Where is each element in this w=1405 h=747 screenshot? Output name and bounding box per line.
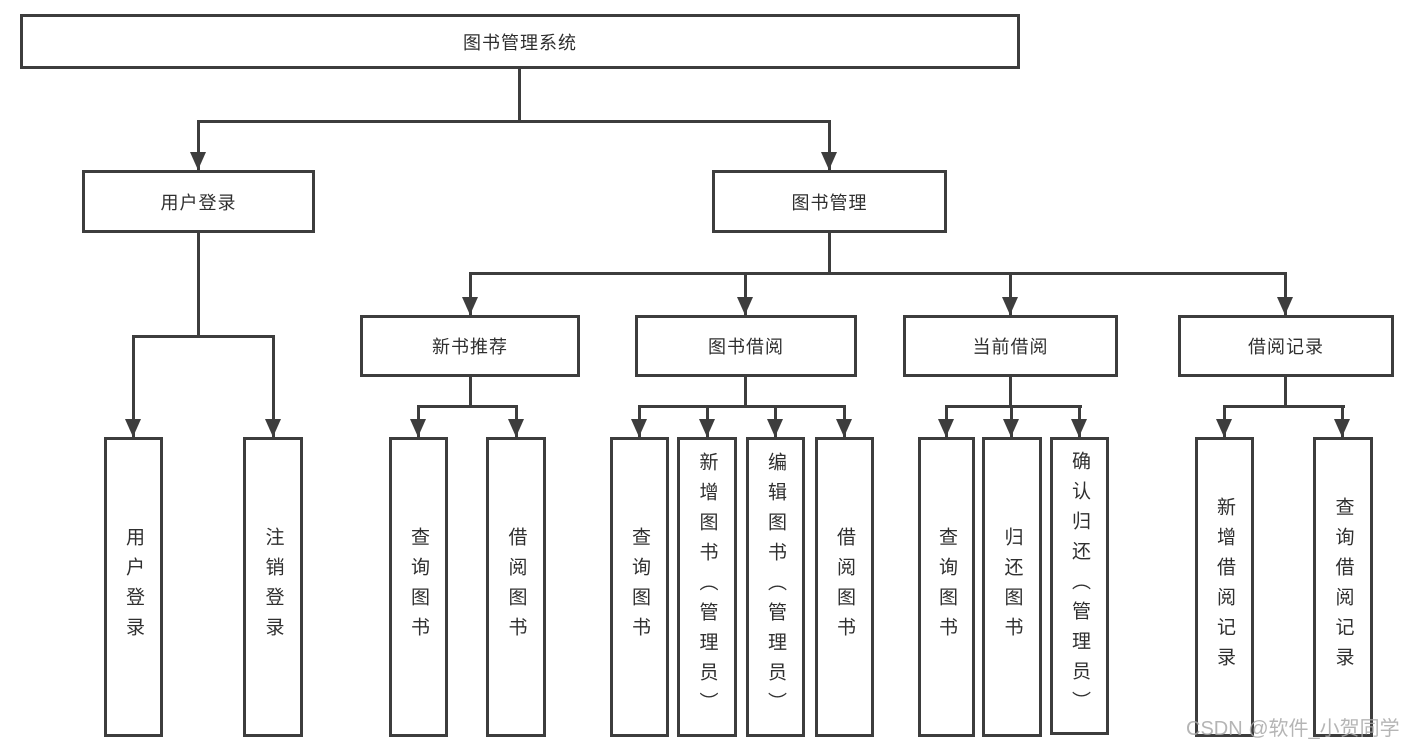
- leaf-return-books: 归还图书: [982, 437, 1042, 737]
- connector-arrow: [836, 419, 852, 437]
- connector-arrow: [410, 419, 426, 437]
- leaf-confirm-return-admin: 确认归还（管理员）: [1050, 437, 1109, 735]
- leaf-query-books-recommend: 查询图书: [389, 437, 448, 737]
- node-label: 借阅记录: [1248, 337, 1324, 357]
- leaf-label: 归还图书: [1001, 527, 1023, 647]
- connector-line: [469, 272, 472, 315]
- node-current-borrow: 当前借阅: [903, 315, 1118, 377]
- leaf-borrow-books-recommend: 借阅图书: [486, 437, 546, 737]
- leaf-add-borrow-record: 新增借阅记录: [1195, 437, 1254, 737]
- connector-line: [197, 120, 831, 123]
- leaf-label: 查询借阅记录: [1332, 497, 1354, 677]
- leaf-label: 确认归还（管理员）: [1069, 451, 1090, 721]
- leaf-label: 新增图书（管理员）: [696, 452, 718, 722]
- connector-line: [828, 120, 831, 170]
- node-book-borrow: 图书借阅: [635, 315, 857, 377]
- node-label: 图书管理: [791, 192, 868, 213]
- leaf-label: 查询图书: [408, 527, 429, 647]
- leaf-query-books-borrow: 查询图书: [610, 437, 669, 737]
- connector-line: [828, 233, 831, 274]
- leaf-user-login: 用户登录: [104, 437, 163, 737]
- connector-arrow: [1002, 297, 1018, 315]
- connector-line: [417, 405, 518, 408]
- node-label: 新书推荐: [432, 337, 508, 357]
- leaf-label: 用户登录: [123, 527, 144, 647]
- leaf-label: 编辑图书（管理员）: [765, 452, 786, 722]
- connector-arrow: [1071, 419, 1087, 437]
- connector-arrow: [938, 419, 954, 437]
- connector-line: [469, 272, 1287, 275]
- node-label: 用户登录: [160, 192, 237, 213]
- connector-arrow: [508, 419, 524, 437]
- leaf-label: 借阅图书: [505, 527, 527, 647]
- connector-line: [132, 335, 275, 338]
- connector-arrow: [265, 419, 281, 437]
- node-user-login: 用户登录: [82, 170, 315, 233]
- connector-arrow: [699, 419, 715, 437]
- node-label: 图书借阅: [708, 337, 784, 357]
- node-book-management: 图书管理: [712, 170, 947, 233]
- leaf-borrow-books-borrow: 借阅图书: [815, 437, 874, 737]
- connector-line: [744, 272, 747, 315]
- connector-arrow: [1003, 419, 1019, 437]
- connector-line: [945, 405, 1082, 408]
- leaf-add-books-admin: 新增图书（管理员）: [677, 437, 737, 737]
- connector-line: [1223, 405, 1345, 408]
- connector-line: [1284, 272, 1287, 315]
- connector-line: [197, 120, 200, 170]
- node-root: 图书管理系统: [20, 14, 1020, 69]
- connector-arrow: [1277, 297, 1293, 315]
- csdn-watermark: CSDN @软件_小贺同学: [1186, 718, 1400, 740]
- node-label: 当前借阅: [972, 337, 1049, 357]
- connector-line: [1009, 272, 1012, 315]
- connector-line: [469, 377, 472, 407]
- leaf-label: 查询图书: [936, 527, 957, 647]
- leaf-query-books-current: 查询图书: [918, 437, 975, 737]
- connector-line: [1009, 377, 1012, 407]
- connector-arrow: [125, 419, 141, 437]
- connector-line: [132, 335, 135, 437]
- connector-arrow: [1334, 419, 1350, 437]
- leaf-edit-books-admin: 编辑图书（管理员）: [746, 437, 805, 737]
- connector-line: [197, 233, 200, 337]
- leaf-label: 借阅图书: [834, 527, 855, 647]
- connector-arrow: [190, 152, 206, 170]
- leaf-label: 注销登录: [262, 527, 284, 647]
- connector-line: [744, 377, 747, 407]
- node-borrow-records: 借阅记录: [1178, 315, 1394, 377]
- connector-arrow: [462, 297, 478, 315]
- node-label: 图书管理系统: [463, 32, 577, 53]
- leaf-logout-login: 注销登录: [243, 437, 303, 737]
- leaf-query-borrow-record: 查询借阅记录: [1313, 437, 1373, 737]
- connector-arrow: [821, 152, 837, 170]
- connector-line: [1284, 377, 1287, 407]
- connector-line: [638, 405, 846, 408]
- connector-line: [272, 335, 275, 437]
- connector-arrow: [737, 297, 753, 315]
- connector-arrow: [767, 419, 783, 437]
- connector-arrow: [1216, 419, 1232, 437]
- node-new-book-recommend: 新书推荐: [360, 315, 580, 377]
- connector-arrow: [631, 419, 647, 437]
- leaf-label: 新增借阅记录: [1214, 497, 1235, 677]
- leaf-label: 查询图书: [629, 527, 650, 647]
- connector-line: [518, 68, 521, 122]
